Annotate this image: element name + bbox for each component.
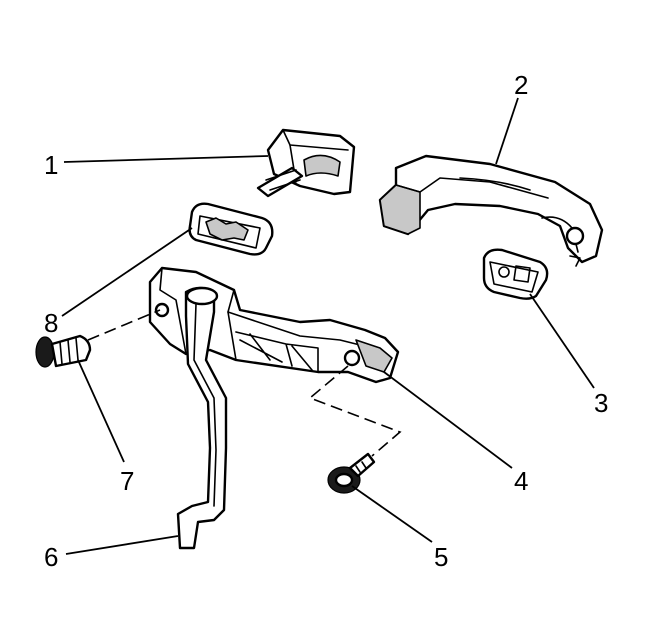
part-5-screw — [327, 452, 376, 494]
alignment-line-7 — [87, 309, 161, 341]
callout-2: 2 — [514, 70, 528, 100]
part-8-gasket — [188, 202, 274, 256]
part-2-outside-handle — [378, 154, 604, 267]
callout-1: 1 — [44, 150, 58, 180]
leader-line-7 — [77, 359, 125, 463]
part-6-rod — [176, 286, 228, 550]
leader-line-2 — [495, 97, 519, 165]
callout-8: 8 — [44, 308, 58, 338]
callout-3: 3 — [594, 388, 608, 418]
leader-line-5 — [351, 485, 433, 543]
callout-4: 4 — [514, 466, 528, 496]
part-3-clip — [482, 248, 549, 300]
callout-7: 7 — [120, 466, 134, 496]
leader-line-8 — [61, 227, 193, 317]
callout-6: 6 — [44, 542, 58, 572]
leader-line-3 — [529, 293, 595, 389]
leader-line-1 — [63, 155, 269, 163]
callout-5: 5 — [434, 542, 448, 572]
alignment-line-5 — [308, 365, 402, 457]
leader-line-6 — [65, 535, 179, 555]
leader-line-4 — [383, 371, 513, 469]
part-1-end-cap — [256, 128, 356, 198]
part-7-retainer — [35, 334, 92, 368]
